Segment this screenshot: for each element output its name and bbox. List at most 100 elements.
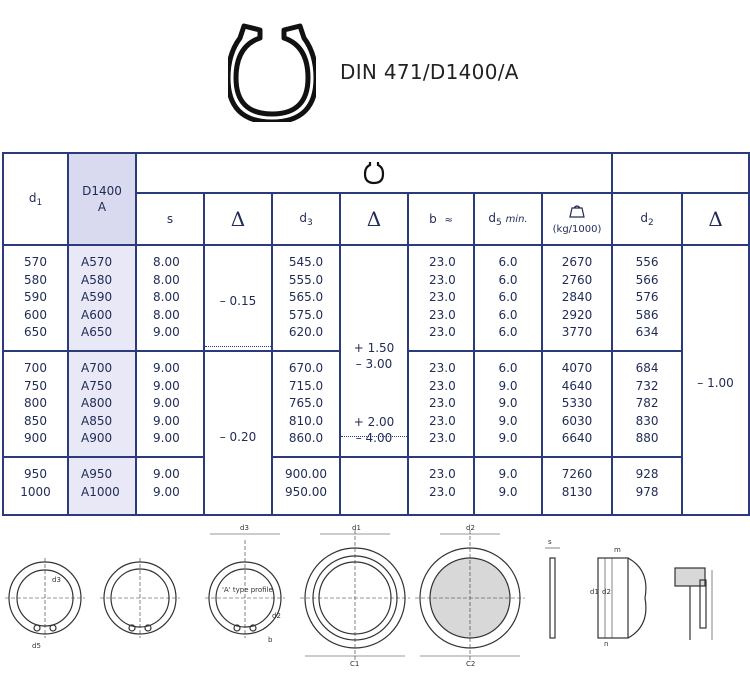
cell-tol-d2: – 1.00	[681, 244, 750, 516]
cell-line-d2: 684	[635, 361, 659, 375]
cell-line-code: A700	[81, 361, 113, 375]
cell-line-weight: 7260	[561, 467, 593, 481]
svg-text:d1: d1	[590, 588, 599, 596]
svg-text:n: n	[604, 640, 608, 648]
header-code: D1400 A	[67, 152, 137, 246]
cell-line-d5: 6.0	[498, 255, 518, 269]
cell-line-d3: 715.0	[288, 378, 324, 393]
groove-header	[134, 152, 614, 194]
header-d3: d3	[271, 192, 341, 246]
header-d5: d5 min.	[473, 192, 543, 246]
svg-text:m: m	[614, 546, 621, 554]
cell-line-weight: 4070	[561, 361, 593, 375]
svg-text:b: b	[268, 636, 273, 644]
shaft-header	[611, 152, 750, 194]
cell-line-b: 23.0	[429, 307, 456, 322]
cell-line-d2: 576	[635, 290, 659, 305]
header-weight: (kg/1000)	[540, 192, 614, 246]
cell-line-code: A600	[81, 307, 113, 322]
cell-line-d1: 590	[24, 290, 47, 305]
cell-line-d3: 810.0	[288, 413, 324, 428]
cell-line-d2: 556	[635, 255, 659, 269]
cell-line-s: 9.00	[153, 413, 180, 428]
cell-line-d5: 9.0	[498, 467, 518, 481]
cell-line-code: A850	[81, 413, 113, 428]
header-b: b ≈	[407, 192, 475, 246]
cell-line-d5: 9.0	[498, 396, 518, 411]
cell-line-b: 23.0	[429, 255, 456, 269]
cell-line-code: A1000	[81, 484, 120, 499]
svg-text:d5: d5	[32, 642, 41, 650]
cell-line-d5: 6.0	[498, 307, 518, 322]
cell-line-d1: 900	[24, 431, 47, 446]
cell-line-d3: 860.0	[288, 431, 324, 446]
cell-line-d5: 6.0	[498, 361, 518, 375]
cell-line-d2: 566	[635, 272, 659, 287]
header-delta-d3: Δ	[339, 192, 409, 246]
cell-line-weight: 8130	[561, 484, 593, 499]
cell-line-weight: 2670	[561, 255, 593, 269]
svg-text:d2: d2	[602, 588, 611, 596]
cell-line-d5: 6.0	[498, 272, 518, 287]
cell-line-s: 8.00	[153, 290, 180, 305]
cell-weight: 7260 8130	[540, 456, 614, 516]
cell-line-d2: 586	[635, 307, 659, 322]
cell-line-weight: 6030	[561, 413, 593, 428]
page-title: DIN 471/D1400/A	[340, 60, 519, 84]
groove-icon	[363, 161, 385, 184]
cell-line-d1: 580	[24, 272, 47, 287]
svg-text:s: s	[548, 538, 552, 546]
cell-tol-s: – 0.15	[203, 244, 273, 352]
cell-line-weight: 2920	[561, 307, 593, 322]
cell-line-d1: 750	[24, 378, 47, 393]
cell-line-d2: 634	[635, 325, 659, 340]
cell-line-s: 9.00	[153, 431, 180, 446]
svg-text:d3: d3	[52, 576, 61, 584]
cell-line-d1: 850	[24, 413, 47, 428]
header-delta-s: Δ	[203, 192, 273, 246]
circlip-table: d1 D1400 A s Δ d3 Δ b ≈ d5 min. (kg/1000…	[2, 152, 750, 516]
cell-line-b: 23.0	[429, 378, 456, 393]
cell-line-d1: 950	[24, 467, 47, 481]
svg-text:d2: d2	[466, 524, 475, 532]
circlip-icon	[228, 23, 316, 122]
cell-line-d1: 1000	[20, 484, 51, 499]
cell-line-d3: 950.00	[285, 484, 327, 499]
cell-line-s: 9.00	[153, 361, 180, 375]
cell-line-d1: 600	[24, 307, 47, 322]
ring-drawing-2	[100, 558, 180, 638]
cell-line-weight: 2760	[561, 272, 593, 287]
cell-line-code: A590	[81, 290, 113, 305]
cell-line-s: 9.00	[153, 325, 180, 340]
cell-line-d5: 9.0	[498, 413, 518, 428]
drawings-svg: 'A' type profile d3 d5 b d3 d2 d1 d2 C1 …	[5, 524, 713, 668]
svg-text:d2: d2	[272, 612, 281, 620]
header: DIN 471/D1400/A	[0, 0, 750, 150]
cell-line-d3: 620.0	[288, 325, 324, 340]
cell-line-d1: 650	[24, 325, 47, 340]
cell-d2: 556 566 576 586 634	[611, 244, 684, 352]
cell-line-d2: 880	[635, 431, 659, 446]
section-detail	[674, 567, 713, 640]
svg-text:C2: C2	[466, 660, 475, 668]
cell-line-weight: 4640	[561, 378, 593, 393]
cell-line-code: A580	[81, 272, 113, 287]
cell-line-b: 23.0	[429, 484, 456, 499]
cell-line-s: 9.00	[153, 396, 180, 411]
cell-line-d2: 928	[635, 467, 659, 481]
cell-line-d3: 555.0	[288, 272, 324, 287]
header-d2: d2	[611, 192, 684, 246]
cell-line-code: A750	[81, 378, 113, 393]
